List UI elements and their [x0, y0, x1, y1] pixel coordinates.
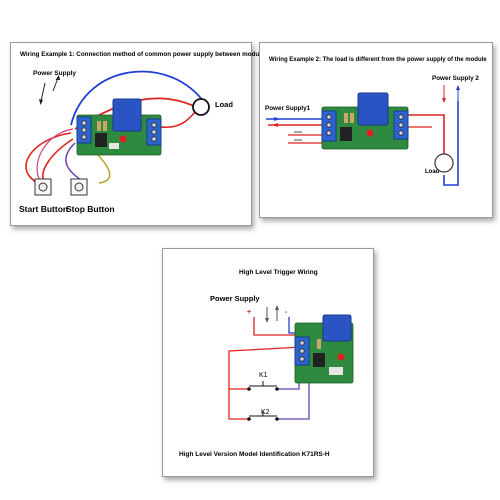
olive-wire-stop: [95, 152, 111, 184]
panel-3-footer: High Level Version Model Identification …: [179, 451, 330, 458]
red-wire-relay: [160, 110, 197, 129]
blue-wire-to-load: [70, 70, 207, 126]
relay-module: [76, 98, 162, 156]
panel-1-title: Wiring Example 1: Connection method of c…: [20, 51, 293, 58]
panel-3-diagram: [228, 305, 354, 421]
pink-wire: [36, 128, 74, 184]
minus-label: -: [285, 309, 288, 316]
blue-wire-ps2: [443, 101, 459, 186]
panel-3-title: High Level Trigger Wiring: [239, 269, 318, 276]
panel-1-diagram: [25, 70, 210, 196]
start-button-label: Start Button: [19, 204, 69, 214]
red-wire-ps2: [408, 114, 445, 155]
power-supply-1-label: Power Supply1: [265, 105, 311, 112]
wiring-example-2-panel: Wiring Example 2: The load is different …: [259, 42, 493, 218]
k2-switch: [247, 411, 279, 421]
relay-block: [112, 98, 142, 132]
red-wire-start-2: [42, 138, 74, 182]
stop-push-button: [70, 178, 88, 196]
relay-module-2: [321, 92, 409, 150]
wiring-example-1-panel: Wiring Example 1: Connection method of c…: [10, 42, 292, 226]
k1-label: K1: [259, 372, 268, 379]
power-arrows: [39, 75, 60, 105]
power-supply-label: Power Supply: [33, 70, 76, 77]
k1-switch: [247, 381, 279, 391]
panel-2-title: Wiring Example 2: The load is different …: [269, 57, 487, 63]
power-supply-2-label: Power Supply 2: [432, 75, 479, 82]
relay-module-3: [294, 314, 354, 384]
ic-chip: [95, 133, 107, 147]
led: [119, 135, 127, 143]
purple-wire-stop: [65, 142, 82, 181]
load-label: Load: [425, 169, 440, 175]
load-bulb-2: [434, 153, 454, 173]
plus-label: +: [247, 309, 252, 316]
power-supply-label-3: Power Supply: [210, 294, 260, 303]
load-label: Load: [215, 100, 233, 109]
k2-label: K2: [261, 409, 270, 416]
red-wire-k1: [228, 346, 304, 390]
load-bulb: [192, 98, 210, 116]
red-wire-k2: [228, 389, 249, 420]
panel-2-diagram: [266, 85, 460, 186]
high-level-trigger-panel: High Level Trigger Wiring Power Supply +…: [162, 248, 374, 477]
stop-button-label: Stop Button: [66, 204, 115, 214]
red-wire-start: [25, 132, 72, 187]
start-push-button: [34, 178, 52, 196]
